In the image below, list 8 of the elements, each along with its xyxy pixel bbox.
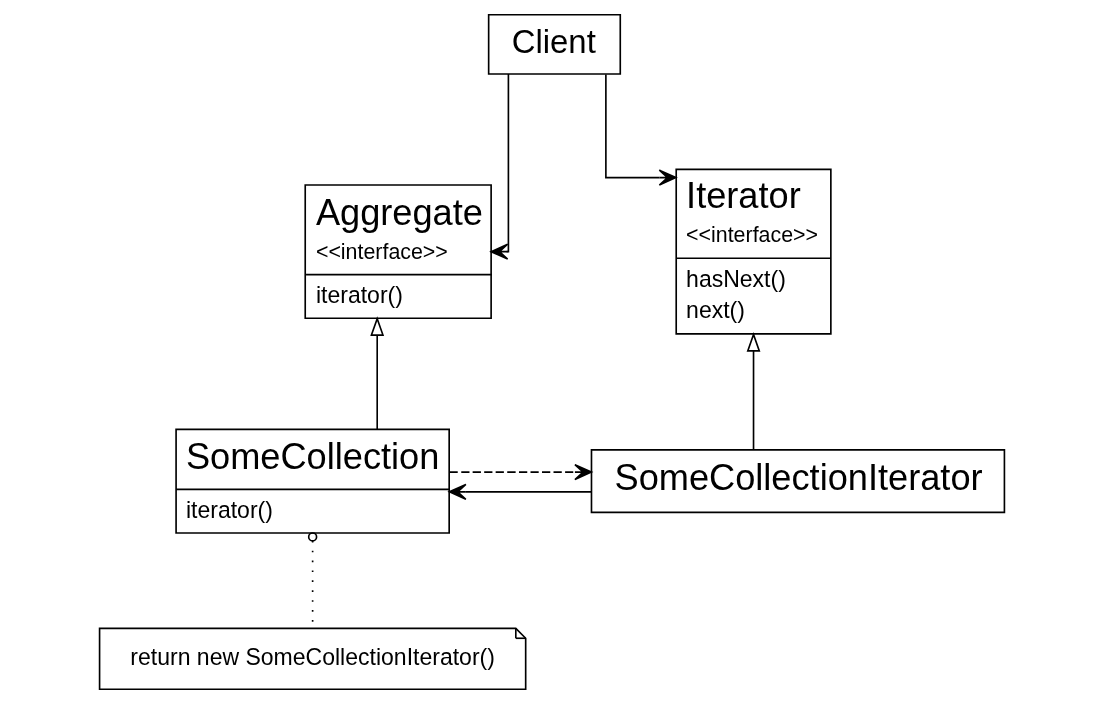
arrow: [604, 73, 677, 186]
arrow: [369, 316, 384, 430]
arrow: [448, 463, 592, 481]
node-box: Client: [487, 13, 621, 75]
arrow: [746, 332, 760, 451]
arrow: [448, 483, 592, 501]
arrow: [489, 73, 509, 260]
node-box: SomeCollectionIterator: [590, 449, 1005, 514]
